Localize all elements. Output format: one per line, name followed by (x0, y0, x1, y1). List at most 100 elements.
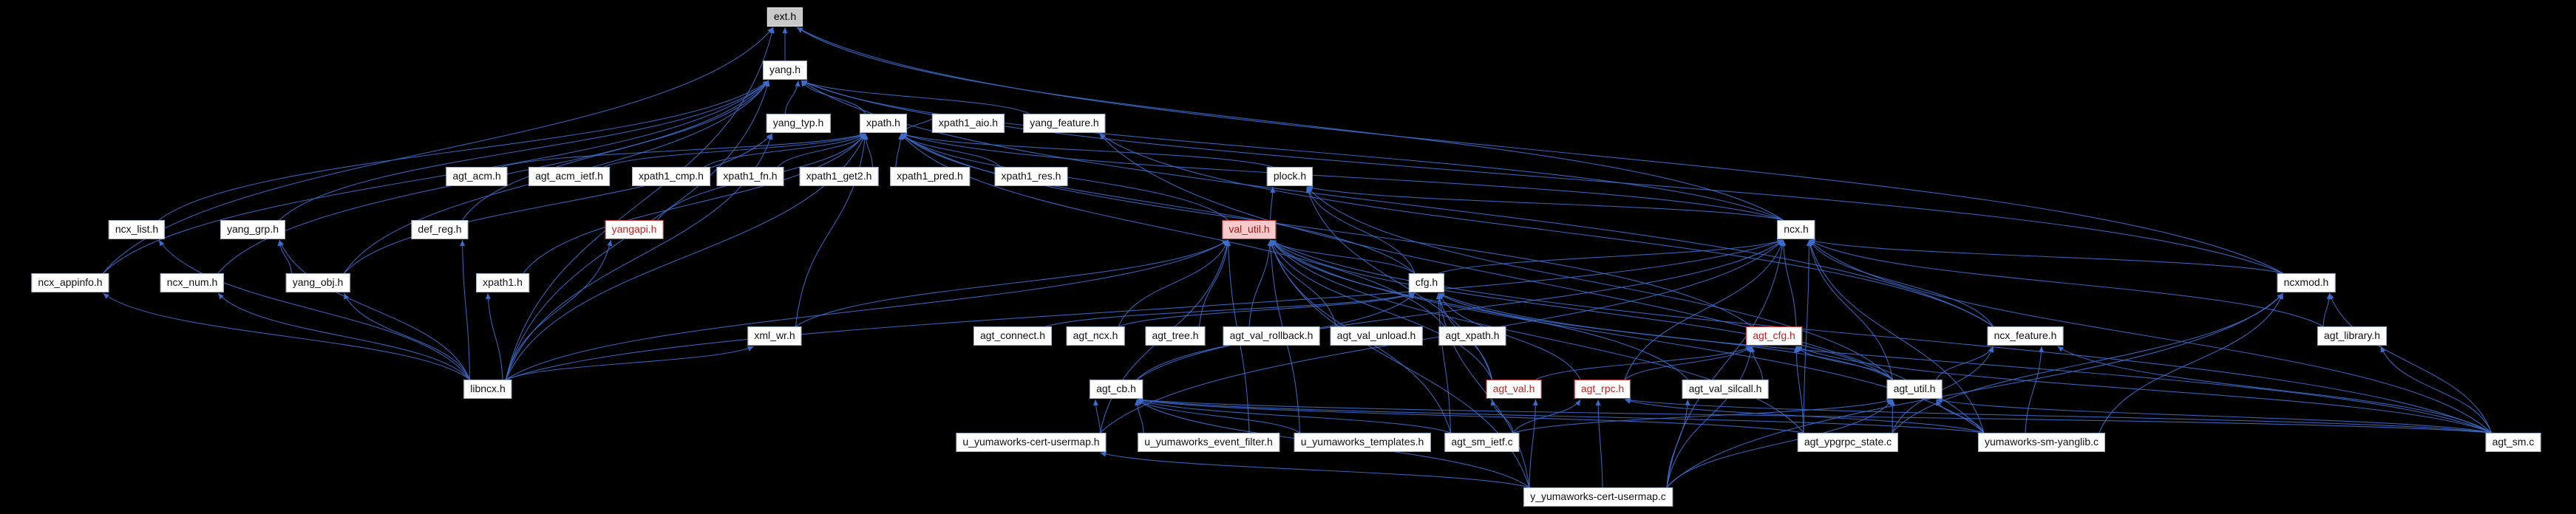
node-yang_grp[interactable]: yang_grp.h (220, 220, 286, 239)
edge-agt_ncx-to-val_util (1118, 239, 1229, 327)
node-xpath1_aio[interactable]: xpath1_aio.h (931, 114, 1005, 133)
node-agt_val_silcall[interactable]: agt_val_silcall.h (1682, 380, 1769, 399)
edge-agt_val_silcall-to-val_util (1270, 239, 1688, 380)
edge-agt_util-to-ncx (1807, 239, 1894, 380)
node-agt_cfg[interactable]: agt_cfg.h (1746, 326, 1802, 346)
edge-agt_val_silcall-to-agt_cfg (1750, 346, 1764, 380)
edge-ym_yanglib-to-ncx (1808, 239, 1985, 434)
edge-agt_cb-to-ncx (1136, 239, 1784, 380)
edge-agt_rpc-to-agt_cfg (1624, 346, 1753, 380)
edge-agt_sm_c-to-val_util (1270, 239, 2492, 434)
node-u_filter[interactable]: u_yumaworks_event_filter.h (1138, 433, 1279, 452)
node-agt_library[interactable]: agt_library.h (2317, 326, 2388, 346)
node-agt_ypgrpc[interactable]: agt_ypgrpc_state.c (1797, 433, 1899, 452)
node-agt_acm_ietf[interactable]: agt_acm_ietf.h (529, 167, 610, 186)
node-agt_val[interactable]: agt_val.h (1486, 380, 1542, 399)
edge-agt_val-to-agt_cfg (1535, 346, 1753, 380)
edge-u_filter-to-agt_cb (1134, 399, 1144, 434)
node-u_cert[interactable]: u_yumaworks-cert-usermap.h (956, 433, 1107, 452)
edge-agt_sm_c-to-agt_util (1936, 398, 2492, 434)
edge-ncx_feature-to-yang (801, 80, 1994, 327)
node-def_reg[interactable]: def_reg.h (411, 220, 469, 239)
edge-y_cert-to-agt_util (1666, 399, 1893, 488)
edge-agt_sm_c-to-agt_cb (1136, 397, 2492, 434)
edge-y_cert-to-agt_val_silcall (1666, 399, 1690, 488)
node-xpath1_cmp[interactable]: xpath1_cmp.h (632, 167, 710, 186)
edge-libncx-to-def_reg (460, 239, 471, 380)
edge-agt_ypgrpc-to-ncx (1803, 239, 1812, 434)
node-ncx_num[interactable]: ncx_num.h (160, 273, 225, 292)
node-agt_acm[interactable]: agt_acm.h (446, 167, 508, 186)
edge-agt_connect-to-cfg (1045, 292, 1416, 327)
graph-edges (103, 27, 2492, 488)
node-agt_sm_ietf[interactable]: agt_sm_ietf.c (1444, 433, 1520, 452)
edge-xpath1_get2-to-xpath (863, 133, 874, 168)
node-agt_util[interactable]: agt_util.h (1886, 380, 1943, 399)
node-yang_typ[interactable]: yang_typ.h (766, 114, 831, 133)
node-cfg[interactable]: cfg.h (1408, 273, 1445, 292)
node-ncx_feature[interactable]: ncx_feature.h (1987, 326, 2064, 346)
node-yangapi[interactable]: yangapi.h (605, 220, 664, 239)
edge-agt_util-to-plock (1306, 186, 1893, 380)
node-ncxmod[interactable]: ncxmod.h (2277, 273, 2336, 292)
node-xpath1_get2[interactable]: xpath1_get2.h (799, 167, 879, 186)
node-agt_ncx[interactable]: agt_ncx.h (1066, 326, 1125, 346)
node-u_templates[interactable]: u_yumaworks_templates.h (1294, 433, 1431, 452)
edge-agt_tree-to-val_util (1198, 239, 1231, 327)
node-agt_val_unload[interactable]: agt_val_unload.h (1330, 326, 1423, 346)
node-y_cert[interactable]: y_yumaworks-cert-usermap.c (1523, 487, 1673, 507)
node-agt_xpath[interactable]: agt_xpath.h (1438, 326, 1506, 346)
node-agt_cb[interactable]: agt_cb.h (1090, 380, 1143, 399)
edge-libncx-to-ncx_num (217, 292, 470, 380)
node-agt_val_rollback[interactable]: agt_val_rollback.h (1223, 326, 1320, 346)
edge-agt_util-to-val_util (1270, 239, 1893, 380)
node-ext[interactable]: ext.h (767, 7, 803, 27)
node-ncx[interactable]: ncx.h (1777, 220, 1815, 239)
edge-y_cert-to-u_cert (1100, 451, 1530, 488)
edge-libncx-to-yang_obj (343, 292, 471, 380)
edge-xml_wr-to-xpath (795, 133, 868, 327)
edge-ncx_appinfo-to-ext (103, 27, 774, 274)
edge-val_util-to-plock (1269, 186, 1276, 221)
node-xpath1_pred[interactable]: xpath1_pred.h (890, 167, 970, 186)
edge-xpath-to-yang (801, 80, 866, 114)
edge-xpath1_fn-to-xpath (778, 133, 866, 168)
node-ym_yanglib[interactable]: yumaworks-sm-yanglib.c (1977, 433, 2106, 452)
node-libncx[interactable]: libncx.h (463, 380, 512, 399)
edge-ncx-to-xpath (900, 133, 1784, 221)
edge-agt_val_unload-to-val_util (1268, 239, 1337, 327)
edge-agt_ypgrpc-to-ncx_feature (1892, 346, 1994, 434)
node-agt_tree[interactable]: agt_tree.h (1145, 326, 1206, 346)
edge-libncx-to-xpath1 (485, 292, 503, 380)
node-agt_rpc[interactable]: agt_rpc.h (1574, 380, 1631, 399)
node-yang_feature[interactable]: yang_feature.h (1023, 114, 1106, 133)
edge-libncx-to-val_util (506, 239, 1228, 380)
node-xpath1_fn[interactable]: xpath1_fn.h (716, 167, 784, 186)
node-agt_connect[interactable]: agt_connect.h (973, 326, 1052, 346)
edge-libncx-to-xml_wr (506, 346, 754, 380)
node-val_util[interactable]: val_util.h (1222, 220, 1277, 239)
edge-agt_ypgrpc-to-agt_util (1889, 399, 1895, 434)
node-ncx_list[interactable]: ncx_list.h (108, 220, 166, 239)
node-agt_sm_c[interactable]: agt_sm.c (2485, 433, 2541, 452)
edge-xpath1-to-xpath (523, 133, 866, 274)
node-xpath1[interactable]: xpath1.h (476, 273, 529, 292)
node-yang[interactable]: yang.h (762, 61, 808, 80)
edge-agt_val-to-val_util (1270, 239, 1492, 380)
edge-agt_sm_c-to-ncx_feature (2057, 346, 2492, 434)
edge-libncx-to-ncx_list (158, 239, 470, 380)
edge-ym_yanglib-to-agt_util (1935, 399, 1985, 434)
node-plock[interactable]: plock.h (1266, 167, 1314, 186)
edge-y_cert-to-ncxmod (1666, 292, 2283, 488)
node-yang_obj[interactable]: yang_obj.h (285, 273, 350, 292)
node-xpath1_res[interactable]: xpath1_res.h (994, 167, 1068, 186)
node-xpath[interactable]: xpath.h (860, 114, 907, 133)
edge-y_cert-to-agt_rpc (1595, 399, 1603, 488)
node-ncx_appinfo[interactable]: ncx_appinfo.h (31, 273, 109, 292)
edge-ym_yanglib-to-agt_rpc (1624, 398, 1985, 434)
node-xml_wr[interactable]: xml_wr.h (747, 326, 802, 346)
edge-agt_cfg-to-xpath (900, 133, 1753, 327)
edge-agt_sm_ietf-to-agt_cb (1136, 399, 1451, 434)
edge-agt_ypgrpc-to-agt_cb (1136, 397, 1804, 434)
edge-ncx_list-to-yang (158, 80, 769, 221)
